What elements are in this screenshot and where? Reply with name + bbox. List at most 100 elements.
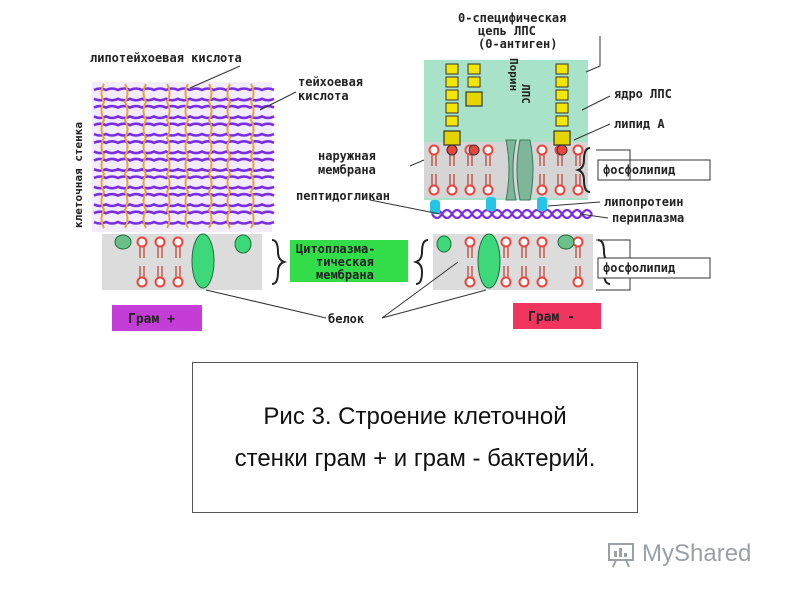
label-cytoplasmic-1: Цитоплазма- <box>296 242 375 256</box>
porin-channel-left <box>505 139 517 201</box>
peptidoglycan-strand <box>93 132 275 137</box>
caption-text: Рис 3. Строение клеточной стенки грам + … <box>234 402 596 472</box>
lipid-head <box>482 144 494 156</box>
gram-positive-membrane <box>102 233 288 290</box>
lipid-head <box>172 276 184 288</box>
lipid-head <box>154 236 166 248</box>
lps-core-block <box>465 91 483 107</box>
lipid-head <box>500 276 512 288</box>
lipid-head <box>518 276 530 288</box>
lipid-head <box>136 236 148 248</box>
label-gram-negative: Грам - <box>528 310 575 325</box>
label-lipid-a: липид А <box>614 117 665 131</box>
lipid-head <box>428 184 440 196</box>
protein-small <box>234 234 252 254</box>
peptidoglycan-strand <box>93 97 275 102</box>
peptidoglycan-strand <box>93 114 275 120</box>
label-gram-positive: Грам + <box>128 312 175 327</box>
lipid-head <box>154 276 166 288</box>
peptidoglycan-strand <box>93 210 275 215</box>
lipoprotein-marker <box>430 200 440 214</box>
caption-box: Рис 3. Строение клеточной стенки грам + … <box>192 362 638 513</box>
o-antigen-unit <box>555 115 569 127</box>
teichoic-acid-strand <box>226 83 232 229</box>
o-antigen-unit <box>445 89 459 101</box>
peptidoglycan-strand <box>93 104 275 110</box>
porin-channel-right <box>516 139 534 201</box>
watermark: MyShared <box>606 536 751 572</box>
lipid-head <box>536 144 548 156</box>
lipid-a <box>468 144 480 156</box>
o-antigen-unit <box>445 76 459 88</box>
lipoprotein-marker <box>486 197 496 211</box>
lipid-a <box>446 144 458 156</box>
watermark-text: MyShared <box>642 540 752 567</box>
phospholipid-bottom-box <box>597 257 711 279</box>
lipid-head <box>464 236 476 248</box>
label-lps: ЛПС <box>519 84 532 104</box>
lipid-head <box>572 276 584 288</box>
lps-core-block <box>443 130 461 146</box>
lipid-head <box>536 276 548 288</box>
o-antigen-unit <box>555 63 569 75</box>
lipid-head <box>572 184 584 196</box>
label-porin: Порин <box>507 58 520 91</box>
membrane-brace-left <box>271 239 288 285</box>
protein-small <box>557 234 575 250</box>
label-phospholipid-top: фосфолипид <box>603 163 675 177</box>
lipid-head <box>536 236 548 248</box>
lipid-head <box>518 236 530 248</box>
lps-core-block <box>553 130 571 146</box>
lipid-head <box>536 184 548 196</box>
gram-negative-wall <box>424 60 593 220</box>
lipid-a <box>556 144 568 156</box>
peptidoglycan-strand <box>431 211 593 220</box>
label-cytoplasmic-3: мембрана <box>316 268 374 282</box>
peptidoglycan-strand <box>93 202 275 208</box>
o-antigen-unit <box>555 76 569 88</box>
label-cell-wall: клеточная стенка <box>72 122 85 228</box>
label-periplasm: периплазма <box>612 211 684 225</box>
lipid-head <box>446 184 458 196</box>
phospholipid-bilayer-outer <box>428 144 584 196</box>
o-antigen-unit <box>555 89 569 101</box>
phospholipid-bilayer-left <box>136 236 184 288</box>
presentation-board-icon <box>608 543 634 568</box>
peptidoglycan-strand <box>93 122 275 127</box>
label-lipoteichoic-acid: липотейхоевая кислота <box>90 51 242 65</box>
label-outer-membrane-1: наружная <box>318 149 376 163</box>
leader-lines <box>189 36 631 319</box>
lipid-head <box>482 184 494 196</box>
protein-transmembrane <box>191 233 215 289</box>
gram-negative-box <box>513 303 601 329</box>
label-lps-core: ядро ЛПС <box>614 87 672 101</box>
o-antigen-unit <box>467 63 481 75</box>
o-antigen-unit <box>445 102 459 114</box>
membrane-brace-right <box>412 239 429 285</box>
phospholipid-bilayer-inner <box>464 236 584 288</box>
wall-background <box>92 82 272 232</box>
o-antigen-unit <box>555 102 569 114</box>
lipid-head <box>554 184 566 196</box>
peptidoglycan-strand <box>93 140 275 145</box>
lipid-head <box>572 236 584 248</box>
o-antigen-unit <box>467 76 481 88</box>
peptidoglycan-strand <box>93 167 275 172</box>
label-teichoic-acid-2: кислота <box>298 89 349 103</box>
label-o-chain-1: 0-специфическая <box>458 11 566 25</box>
label-o-chain-3: (0-антиген) <box>478 37 557 51</box>
peptidoglycan-layer <box>431 208 593 220</box>
peptidoglycan-strand <box>93 157 275 162</box>
teichoic-acid-strand <box>249 83 255 229</box>
label-cytoplasmic-2: тическая <box>316 255 374 269</box>
teichoic-acid-strand <box>123 83 129 229</box>
protein-small <box>114 234 132 250</box>
lipid-head <box>172 236 184 248</box>
teichoic-acid-strand <box>165 83 171 229</box>
o-antigen-unit <box>445 63 459 75</box>
peptidoglycan-strand <box>93 185 275 190</box>
label-peptidoglycan: пептидогликан <box>296 189 390 203</box>
peptidoglycan-strand <box>93 150 275 155</box>
peptidoglycan-strands <box>93 87 275 225</box>
